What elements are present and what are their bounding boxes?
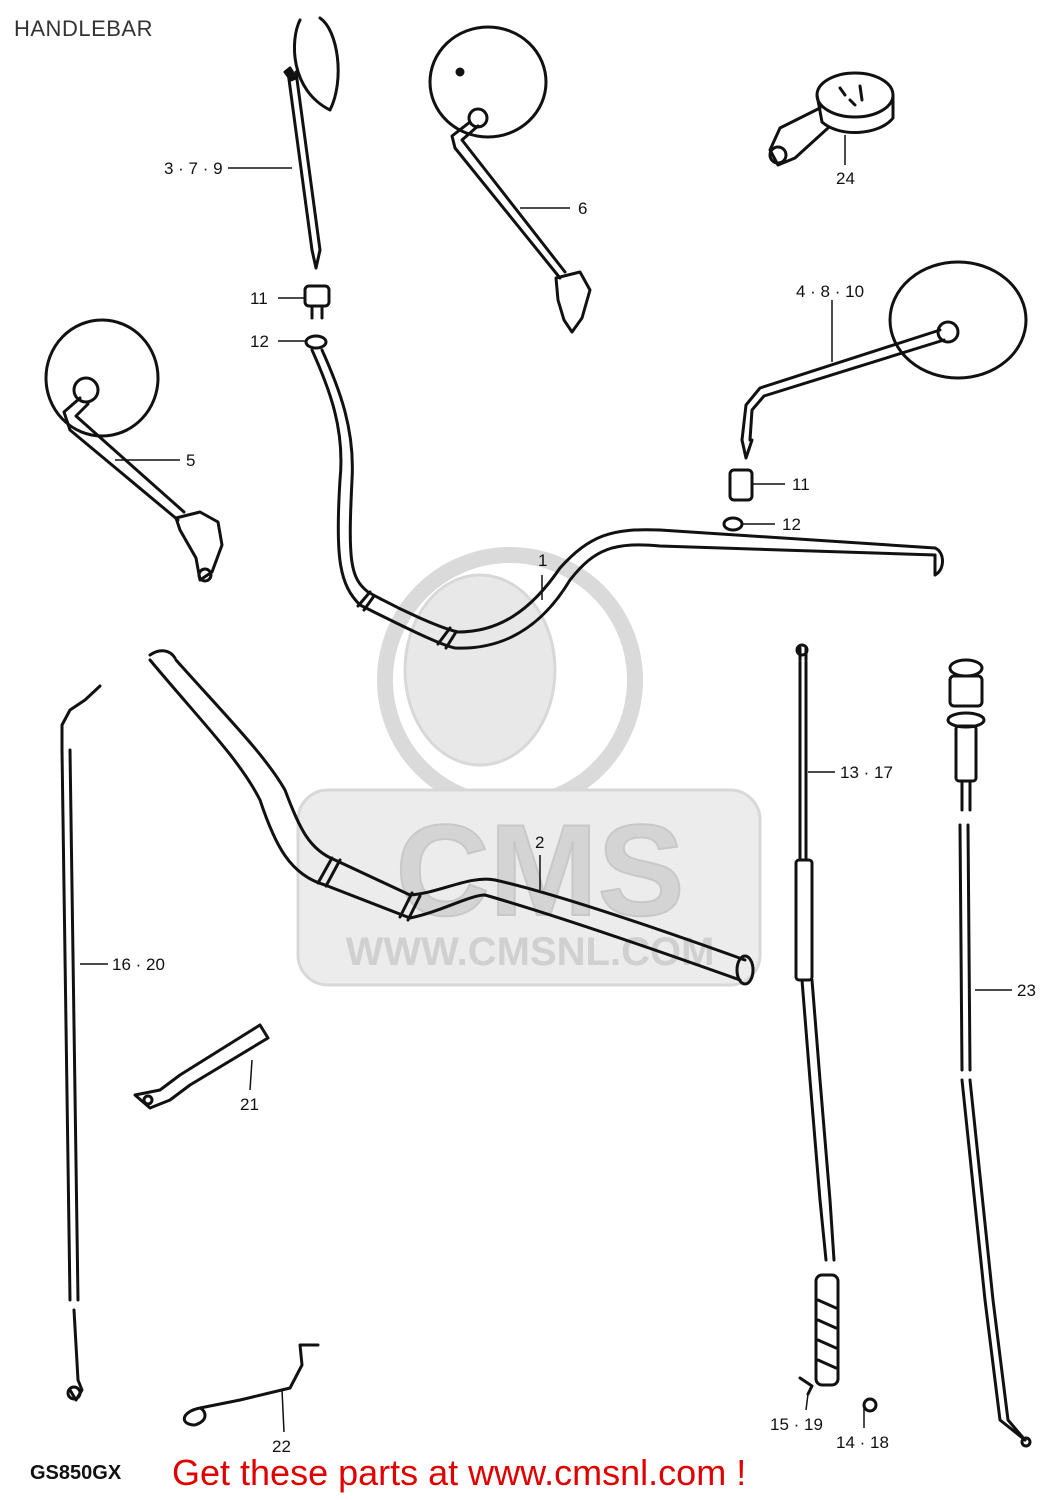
callout-1: 1 [538, 551, 547, 570]
watermark: CMS WWW.CMSNL.COM [296, 547, 762, 987]
handlebar-2 [148, 649, 755, 986]
callout-11-left: 11 [250, 289, 268, 308]
wire-22 [182, 1343, 320, 1427]
model-code: GS850GX [30, 1462, 122, 1484]
callout-labels: 3 · 7 · 9 6 11 12 24 4 · 8 · 10 11 12 5 … [112, 159, 1036, 1456]
callout-12-left: 12 [250, 332, 269, 351]
mirror-3-7-9 [283, 16, 340, 350]
leader-lines [80, 135, 1012, 1433]
cable-16-20 [60, 684, 102, 1402]
switch-24 [768, 71, 895, 167]
mirror-4-8-10 [722, 260, 1028, 532]
callout-4-8-10: 4 · 8 · 10 [796, 282, 864, 301]
cable-13-17 [794, 643, 878, 1413]
callout-23: 23 [1017, 981, 1036, 1000]
callout-21: 21 [240, 1095, 259, 1114]
callout-6: 6 [578, 199, 587, 218]
callout-2: 2 [535, 833, 544, 852]
page-title: HANDLEBAR [14, 16, 153, 41]
callout-22: 22 [272, 1437, 291, 1456]
callout-11-right: 11 [792, 475, 810, 494]
mirror-5 [44, 318, 224, 583]
strap-21 [133, 1023, 270, 1110]
callout-3-7-9: 3 · 7 · 9 [164, 159, 223, 178]
watermark-url: WWW.CMSNL.COM [346, 930, 715, 974]
callout-14-18: 14 · 18 [836, 1433, 889, 1452]
mirror-6 [428, 25, 592, 334]
callout-5: 5 [186, 451, 195, 470]
handlebar-1 [310, 348, 944, 650]
promo-link[interactable]: Get these parts at www.cmsnl.com ! [172, 1452, 747, 1493]
cable-23 [946, 658, 1032, 1448]
callout-15-19: 15 · 19 [770, 1415, 823, 1434]
callout-16-20: 16 · 20 [112, 955, 165, 974]
callout-24: 24 [836, 169, 855, 188]
callout-12-right: 12 [782, 515, 801, 534]
callout-13-17: 13 · 17 [840, 763, 893, 782]
